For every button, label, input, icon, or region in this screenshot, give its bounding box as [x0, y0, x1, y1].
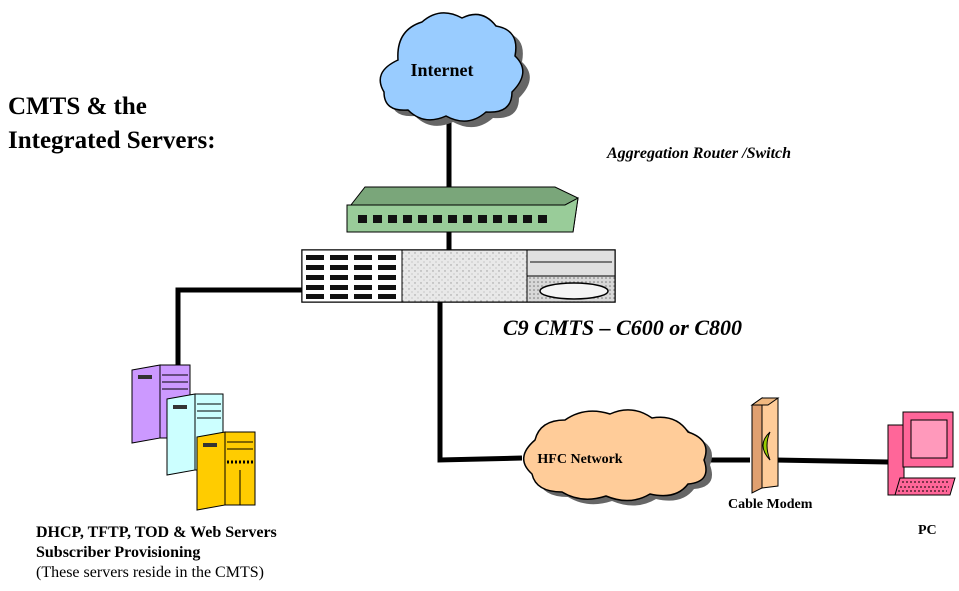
servers-stack-icon — [131, 364, 256, 511]
hfc-network-label: HFC Network — [537, 452, 622, 467]
pc-label: PC — [918, 523, 937, 538]
hfc-cloud-icon: HFC Network — [523, 409, 712, 506]
diagram-title: CMTS & the Integrated Servers: — [8, 90, 216, 158]
internet-cloud-icon: Internet — [379, 12, 530, 128]
cmts-to-hfc-link — [437, 260, 523, 463]
modem-to-pc-link — [774, 457, 889, 465]
aggregation-router-label: Aggregation Router /Switch — [607, 145, 792, 162]
cmts-chassis-icon — [301, 249, 616, 303]
servers-line-2: Subscriber Provisioning — [36, 544, 201, 561]
cable-modem-label: Cable Modem — [728, 497, 813, 512]
title-line-2: Integrated Servers: — [8, 127, 216, 154]
cable-modem-icon — [750, 397, 780, 494]
cmts-label: C9 CMTS – C600 or C800 — [503, 315, 742, 340]
servers-caption: DHCP, TFTP, TOD & Web Servers Subscriber… — [36, 523, 277, 583]
servers-line-3: (These servers reside in the CMTS) — [36, 564, 264, 581]
title-line-1: CMTS & the — [8, 93, 147, 120]
connection-lines — [175, 95, 889, 465]
servers-line-1: DHCP, TFTP, TOD & Web Servers — [36, 524, 277, 541]
aggregation-switch-icon — [346, 186, 579, 233]
internet-label: Internet — [411, 60, 474, 80]
cmts-to-servers-link — [175, 287, 335, 368]
pc-icon — [887, 411, 956, 496]
